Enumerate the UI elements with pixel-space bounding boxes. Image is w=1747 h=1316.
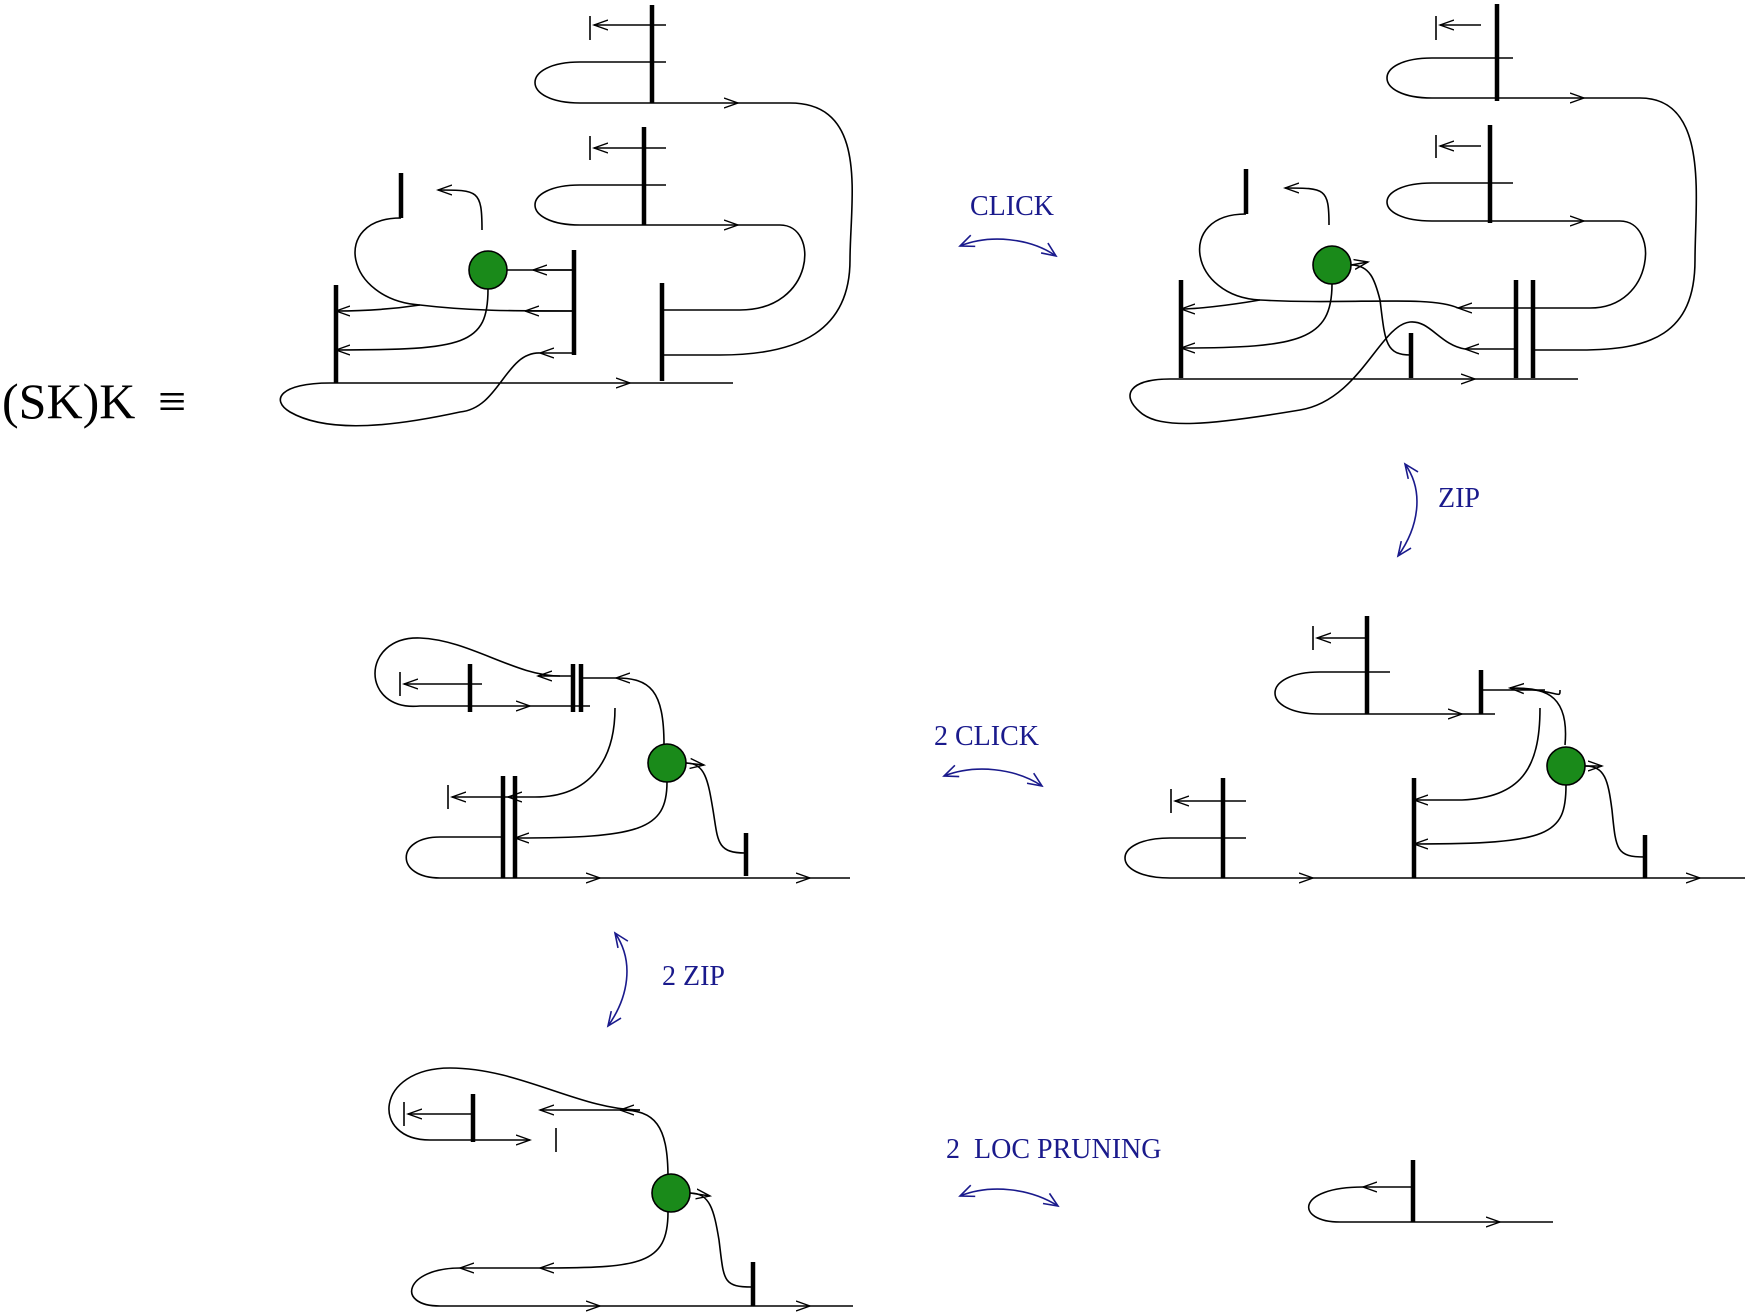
move-label-zip: ZIP — [1438, 483, 1480, 514]
fan-out-node — [647, 743, 687, 783]
move-label-two-click: 2 CLICK — [934, 721, 1039, 752]
move-two-click: 2 CLICK — [934, 721, 1044, 788]
move-click: CLICK — [958, 191, 1058, 258]
expression-term: (SK)K — [2, 373, 135, 429]
move-label-two-zip: 2 ZIP — [662, 961, 725, 992]
graph-initial — [279, 5, 853, 427]
fan-out-node — [1312, 245, 1352, 285]
graph-final — [1307, 1160, 1553, 1222]
graph-after-zip — [1124, 616, 1745, 878]
graph-after-click — [1129, 4, 1698, 425]
move-two-loc-pruning: 2 LOC PRUNING — [946, 1134, 1161, 1208]
fan-out-node — [651, 1173, 691, 1213]
equivalence-symbol: ≡ — [158, 373, 186, 429]
fan-out-node — [1546, 746, 1586, 786]
graph-after-two-zip — [388, 1067, 853, 1306]
move-label-click: CLICK — [970, 191, 1054, 222]
graph-after-two-click — [374, 637, 850, 878]
move-label-two-loc-pruning: 2 LOC PRUNING — [946, 1134, 1161, 1165]
move-two-zip: 2 ZIP — [606, 931, 725, 1028]
move-zip: ZIP — [1396, 462, 1480, 558]
fan-out-node — [468, 250, 508, 290]
